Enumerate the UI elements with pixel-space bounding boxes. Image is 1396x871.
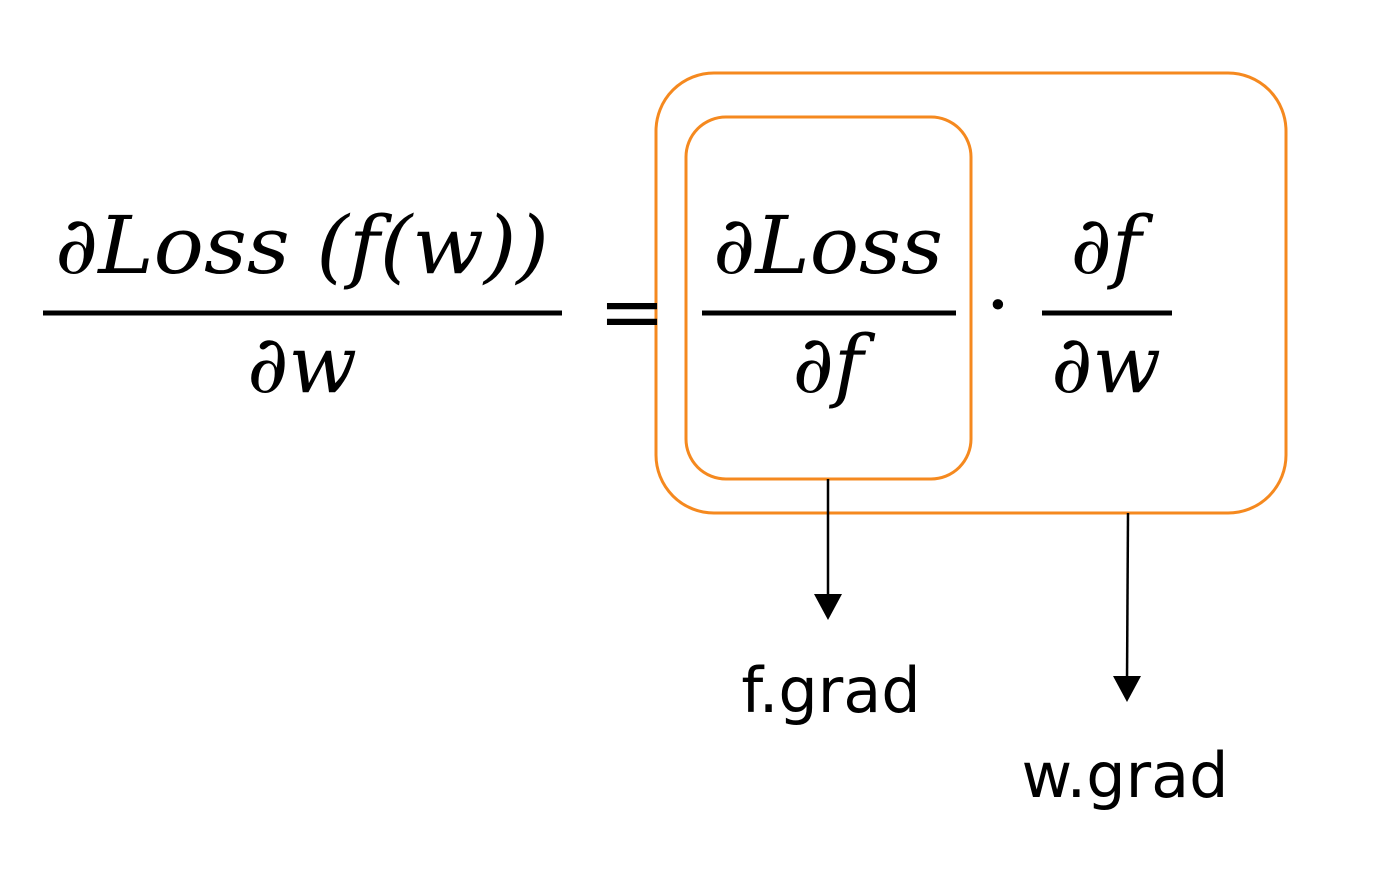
rhs-first-denominator: ∂f [793, 318, 876, 411]
rhs-second-numerator: ∂f [1071, 199, 1154, 292]
outer-arrow-head [1113, 676, 1141, 702]
outer-arrow-line [1125, 512, 1130, 683]
lhs-numerator: ∂Loss (f(w)) [55, 199, 549, 292]
inner-arrow-head [814, 594, 842, 620]
lhs-denominator: ∂w [247, 318, 357, 411]
inner-fraction-box [684, 115, 973, 481]
f-grad-label: f.grad [741, 654, 920, 727]
rhs-second-denominator: ∂w [1051, 318, 1161, 411]
w-grad-label: w.grad [1022, 739, 1229, 812]
multiply-dot: · [985, 258, 1010, 351]
rhs-first-numerator: ∂Loss [713, 199, 943, 292]
outer-product-box [654, 71, 1288, 515]
equals-sign: = [598, 265, 665, 358]
